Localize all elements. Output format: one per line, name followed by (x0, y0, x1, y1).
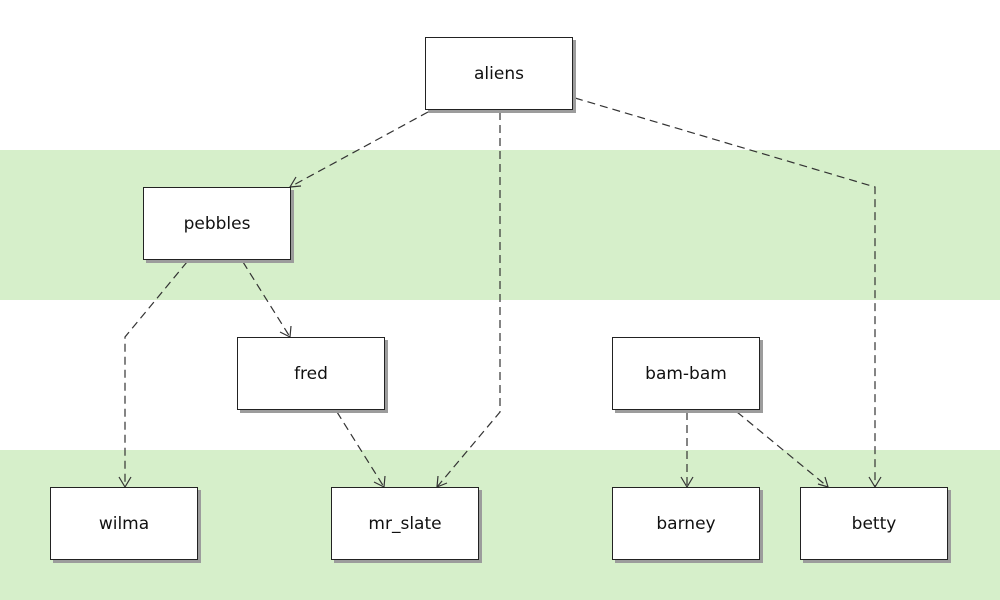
arrowhead-fred-mr-slate (373, 475, 386, 488)
arrowhead-pebbles-fred (279, 325, 292, 338)
node-bam-bam[interactable]: bam-bam (612, 337, 760, 410)
node-label-wilma: wilma (98, 513, 150, 534)
node-wilma[interactable]: wilma (50, 487, 198, 560)
arrowhead-bam-bam-betty (817, 476, 829, 488)
edge-pebbles-fred (242, 261, 291, 338)
node-label-mr-slate: mr_slate (368, 513, 442, 534)
node-barney[interactable]: barney (612, 487, 760, 560)
edge-aliens-betty (574, 97, 876, 487)
node-aliens[interactable]: aliens (425, 37, 573, 110)
node-label-betty: betty (851, 513, 897, 534)
node-fred[interactable]: fred (237, 337, 385, 410)
node-mr-slate[interactable]: mr_slate (331, 487, 479, 560)
edge-pebbles-wilma (124, 261, 188, 487)
edge-fred-mr-slate (336, 411, 385, 488)
edge-bam-bam-betty (736, 411, 829, 488)
edge-aliens-pebbles (289, 111, 429, 188)
node-label-aliens: aliens (474, 63, 524, 84)
node-label-bam-bam: bam-bam (645, 363, 727, 384)
node-betty[interactable]: betty (800, 487, 948, 560)
node-label-fred: fred (294, 363, 328, 384)
node-label-pebbles: pebbles (183, 213, 251, 234)
node-pebbles[interactable]: pebbles (143, 187, 291, 260)
node-label-barney: barney (656, 513, 716, 534)
edge-aliens-mr-slate (436, 112, 501, 488)
